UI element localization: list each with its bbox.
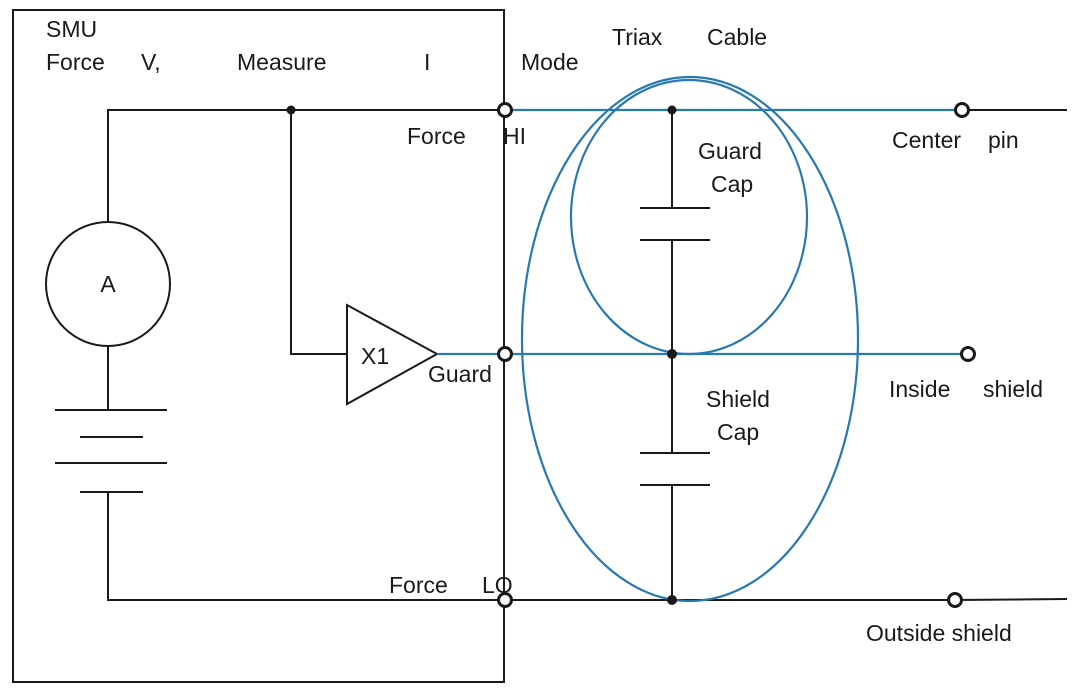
outside-shield-stub: [954, 598, 1068, 601]
shield-cap-label-line1: Shield: [706, 386, 770, 412]
mode-v-label: V,: [141, 49, 161, 75]
junction-dot: [667, 595, 677, 605]
force-lo-terminal: [497, 592, 513, 608]
junction-dot: [286, 105, 296, 115]
force-hi-hi-label: HI: [503, 123, 526, 149]
shield-cap-label-line2: Cap: [717, 419, 759, 445]
triax-label: Triax: [612, 24, 663, 50]
force-lo-lo-label: LO: [482, 572, 513, 598]
outside-shield-label: Outside shield: [866, 620, 1012, 646]
center-label: Center: [892, 127, 961, 153]
mode-label: Mode: [521, 49, 579, 75]
guard-cap-label-line1: Guard: [698, 138, 762, 164]
pin-label: pin: [988, 127, 1019, 153]
guard-cap-label-line2: Cap: [711, 171, 753, 197]
inside-label: Inside: [889, 376, 950, 402]
shield-capacitor-symbol: [640, 452, 710, 486]
ammeter-symbol: [45, 221, 171, 347]
force-hi-terminal: [497, 102, 513, 118]
mode-measure-label: Measure: [237, 49, 326, 75]
smu-label: SMU: [46, 16, 97, 42]
shield-label: shield: [983, 376, 1043, 402]
mode-i-label: I: [424, 49, 430, 75]
force-hi-force-label: Force: [407, 123, 466, 149]
guard-capacitor-symbol: [640, 207, 710, 241]
force-lo-wire: [107, 492, 505, 601]
inside-shield-terminal: [960, 346, 976, 362]
junction-dot: [667, 349, 677, 359]
sense-wire: [290, 110, 347, 355]
cable-label: Cable: [707, 24, 767, 50]
junction-dot: [667, 105, 677, 115]
center-pin-terminal: [954, 102, 970, 118]
guard-terminal: [497, 346, 513, 362]
outside-shield-terminal: [947, 592, 963, 608]
mode-force-label: Force: [46, 49, 105, 75]
force-lo-force-label: Force: [389, 572, 448, 598]
triax-inner-shield-ellipse: [569, 78, 809, 356]
guard-label: Guard: [428, 361, 492, 387]
ammeter-label: A: [100, 271, 116, 297]
smu-enclosure: [12, 9, 505, 683]
force-hi-wire: [107, 109, 505, 222]
buffer-label: X1: [361, 343, 389, 369]
triax-outer-shield-ellipse: [520, 75, 860, 603]
voltage-source-symbol: [55, 409, 167, 493]
buffer-amplifier-symbol: [346, 303, 440, 406]
